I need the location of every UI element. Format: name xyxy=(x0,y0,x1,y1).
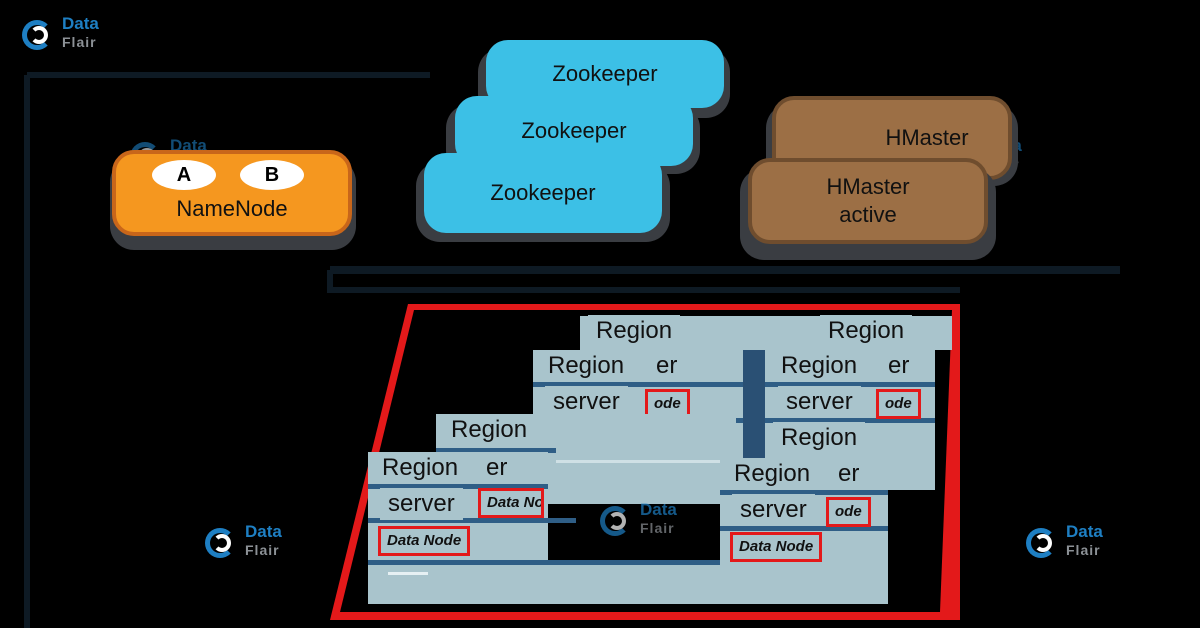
region-server-label: er xyxy=(830,458,868,490)
data-node: Data Node xyxy=(730,532,823,562)
region-server-label: Region xyxy=(374,452,467,484)
region-server-label: server xyxy=(545,386,628,418)
namenode-label: NameNode xyxy=(176,196,288,221)
region-label: Region xyxy=(588,315,681,347)
namenode-b-badge: B xyxy=(240,160,304,190)
region-server-label: Region xyxy=(726,458,819,490)
namenode-a-badge: A xyxy=(152,160,216,190)
region-server-label: Region xyxy=(540,350,633,382)
data-node: Data Node xyxy=(478,488,544,518)
region-server-label: Region xyxy=(773,350,866,382)
data-node: ode xyxy=(826,497,871,527)
namenode: NameNode xyxy=(112,150,352,236)
data-node: Data Node xyxy=(378,526,471,556)
region-label: Region xyxy=(443,414,536,446)
region-server-label: server xyxy=(732,494,815,526)
region-server-label: server xyxy=(778,386,861,418)
region-server-label: er xyxy=(478,452,516,484)
hmaster-active: HMaster active xyxy=(748,158,988,244)
zookeeper-node: Zookeeper xyxy=(424,153,662,233)
region-server-label: er xyxy=(880,350,918,382)
region-server-label: er xyxy=(648,350,686,382)
region-label: Region xyxy=(820,315,913,347)
data-node: ode xyxy=(876,389,921,419)
region-label: Region xyxy=(773,422,866,454)
region-server-label: server xyxy=(380,488,463,520)
